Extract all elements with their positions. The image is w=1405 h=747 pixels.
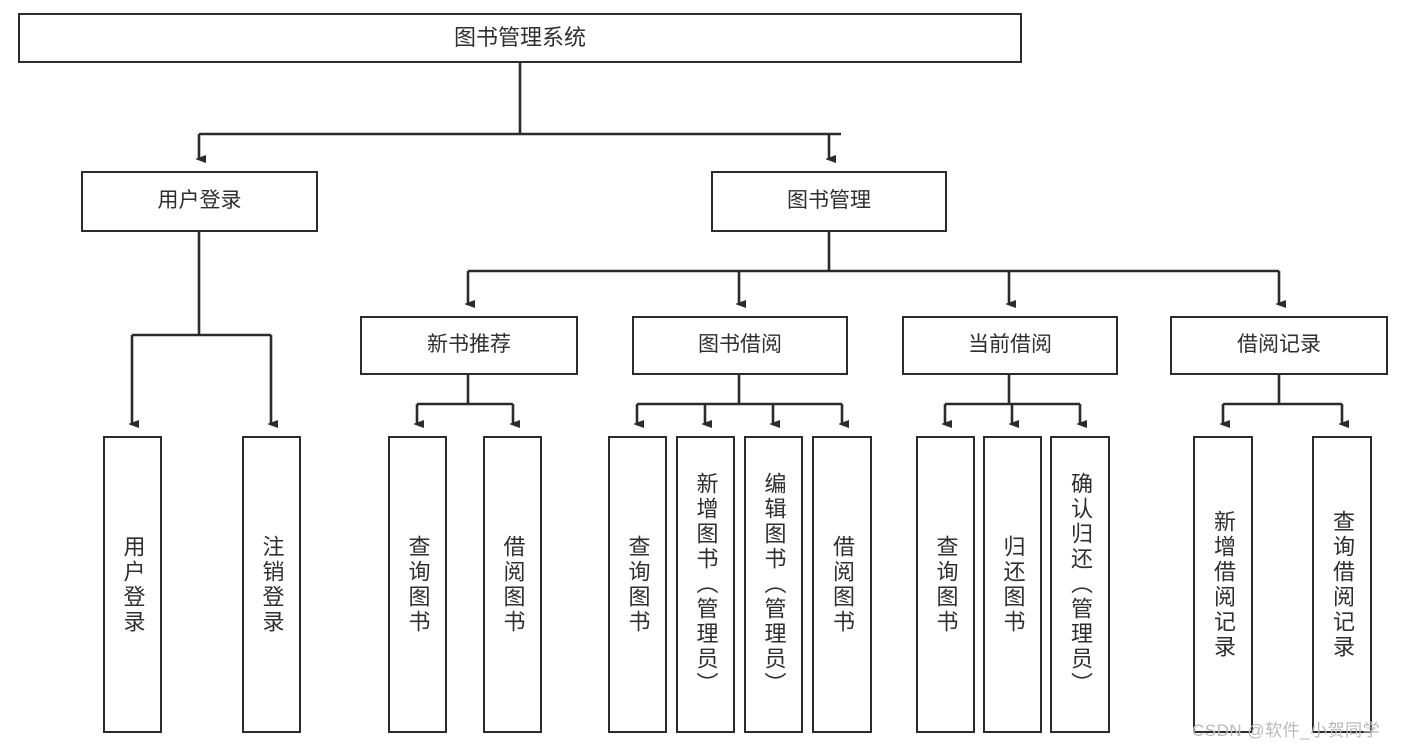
node-label: 查询借阅记录 — [1330, 509, 1355, 660]
leaf-user-login-signin[interactable]: 用户登录 — [103, 436, 162, 733]
leaf-borrow-borrow-books[interactable]: 借阅图书 — [812, 436, 872, 733]
leaf-current-confirm-return-admin[interactable]: 确认归还（管理员） — [1050, 436, 1110, 733]
csdn-watermark: CSDN @软件_小贺同学 — [1192, 721, 1381, 740]
node-label: 查询图书 — [405, 534, 431, 635]
leaf-borrow-edit-book-admin[interactable]: 编辑图书（管理员） — [744, 436, 803, 733]
node-new-book-recommend[interactable]: 新书推荐 — [360, 316, 578, 375]
node-label: 确认归还（管理员） — [1068, 472, 1093, 697]
leaf-user-login-logout[interactable]: 注销登录 — [242, 436, 301, 733]
node-label: 查询图书 — [933, 534, 959, 635]
leaf-borrow-query-books[interactable]: 查询图书 — [608, 436, 667, 733]
node-label: 归还图书 — [1000, 534, 1026, 635]
node-label: 查询图书 — [625, 534, 651, 635]
node-label: 编辑图书（管理员） — [761, 472, 787, 697]
node-user-login[interactable]: 用户登录 — [81, 171, 318, 232]
node-label: 当前借阅 — [968, 333, 1052, 357]
node-label: 新增借阅记录 — [1211, 509, 1236, 660]
node-book-management[interactable]: 图书管理 — [711, 171, 947, 232]
node-label: 借阅记录 — [1237, 333, 1321, 357]
node-label: 借阅图书 — [500, 534, 526, 635]
node-label: 用户登录 — [120, 534, 146, 635]
node-label: 注销登录 — [259, 534, 285, 635]
node-label: 用户登录 — [157, 189, 242, 213]
node-label: 图书借阅 — [698, 333, 782, 357]
leaf-newbook-query-books[interactable]: 查询图书 — [388, 436, 447, 733]
leaf-records-add-record[interactable]: 新增借阅记录 — [1193, 436, 1253, 733]
leaf-current-query-books[interactable]: 查询图书 — [916, 436, 975, 733]
node-label: 新增图书（管理员） — [693, 472, 719, 697]
node-borrow-records[interactable]: 借阅记录 — [1170, 316, 1388, 375]
node-root-system[interactable]: 图书管理系统 — [18, 13, 1022, 63]
node-current-borrow[interactable]: 当前借阅 — [902, 316, 1118, 375]
node-label: 新书推荐 — [427, 333, 511, 357]
node-book-borrow[interactable]: 图书借阅 — [632, 316, 848, 375]
leaf-current-return-books[interactable]: 归还图书 — [983, 436, 1042, 733]
node-label: 图书管理 — [787, 189, 871, 213]
node-label: 图书管理系统 — [453, 25, 586, 51]
leaf-borrow-add-book-admin[interactable]: 新增图书（管理员） — [676, 436, 735, 733]
leaf-records-query-record[interactable]: 查询借阅记录 — [1312, 436, 1372, 733]
node-label: 借阅图书 — [830, 534, 855, 635]
leaf-newbook-borrow-books[interactable]: 借阅图书 — [483, 436, 542, 733]
